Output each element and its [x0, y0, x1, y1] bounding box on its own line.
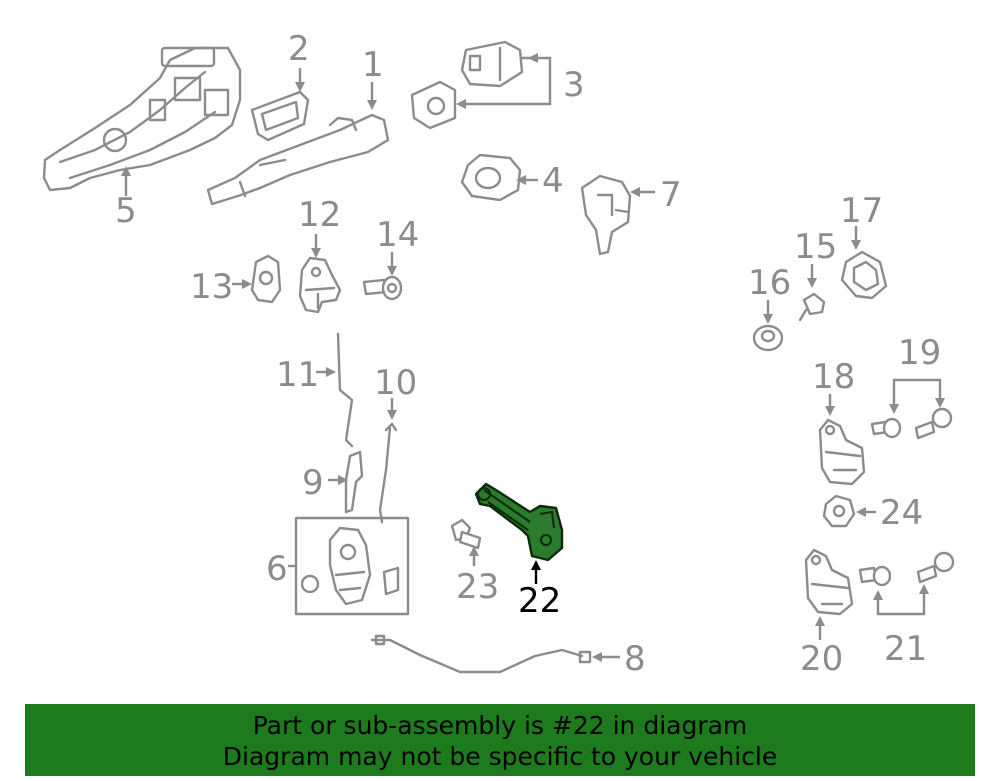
part-13-gasket [232, 254, 282, 304]
part-6-latch-assembly [288, 516, 410, 616]
parts-diagram: 5 2 1 3 4 7 [42, 29, 955, 679]
callout-22: 22 [518, 581, 561, 621]
part-3-lock-cylinder [410, 40, 552, 130]
callout-20: 20 [800, 639, 843, 679]
part-11-rod [316, 332, 354, 448]
callout-12: 12 [298, 195, 341, 235]
part-14-bolt [362, 252, 403, 301]
banner-line-2: Diagram may not be specific to your vehi… [222, 742, 778, 771]
part-22-door-check [474, 482, 564, 584]
callout-9: 9 [302, 463, 324, 503]
part-18-hinge [818, 394, 866, 486]
callout-3: 3 [563, 65, 585, 105]
part-21-bolts [858, 551, 955, 616]
part-4-housing [460, 153, 538, 202]
part-1-outside-handle [206, 82, 390, 206]
callout-17: 17 [840, 191, 883, 231]
part-15-screw [798, 264, 826, 322]
part-9-clip [328, 450, 364, 514]
callout-15: 15 [794, 227, 837, 267]
banner-line-1: Part or sub-assembly is #22 in diagram [252, 711, 748, 740]
callout-21: 21 [884, 629, 927, 669]
part-17-grommet [840, 226, 888, 300]
callout-13: 13 [190, 267, 233, 307]
part-23-bolt [450, 518, 482, 566]
part-10-rod [378, 398, 398, 524]
part-7-bracket [580, 174, 655, 256]
callout-14: 14 [376, 215, 419, 255]
callout-5: 5 [115, 191, 137, 231]
part-16-nut [752, 300, 784, 352]
info-banner: Part or sub-assembly is #22 in diagram D… [25, 704, 975, 776]
callout-1: 1 [362, 45, 384, 85]
part-12-latch-bracket [298, 234, 342, 314]
part-20-hinge [804, 548, 854, 640]
part-2-handle-bezel [250, 68, 310, 142]
callout-8: 8 [624, 639, 646, 679]
callout-16: 16 [748, 263, 791, 303]
callout-19: 19 [898, 333, 941, 373]
callout-4: 4 [542, 161, 564, 201]
callout-18: 18 [812, 357, 855, 397]
callout-24: 24 [880, 493, 923, 533]
part-5-handle-bracket [42, 46, 242, 196]
part-19-bolts [870, 378, 953, 440]
callout-11: 11 [276, 355, 319, 395]
callout-10: 10 [374, 363, 417, 403]
callout-7: 7 [660, 175, 682, 215]
part-24-nut [822, 494, 876, 528]
callout-6: 6 [266, 549, 288, 589]
callout-23: 23 [456, 567, 499, 607]
callout-2: 2 [288, 29, 310, 69]
part-8-cable [370, 634, 620, 674]
